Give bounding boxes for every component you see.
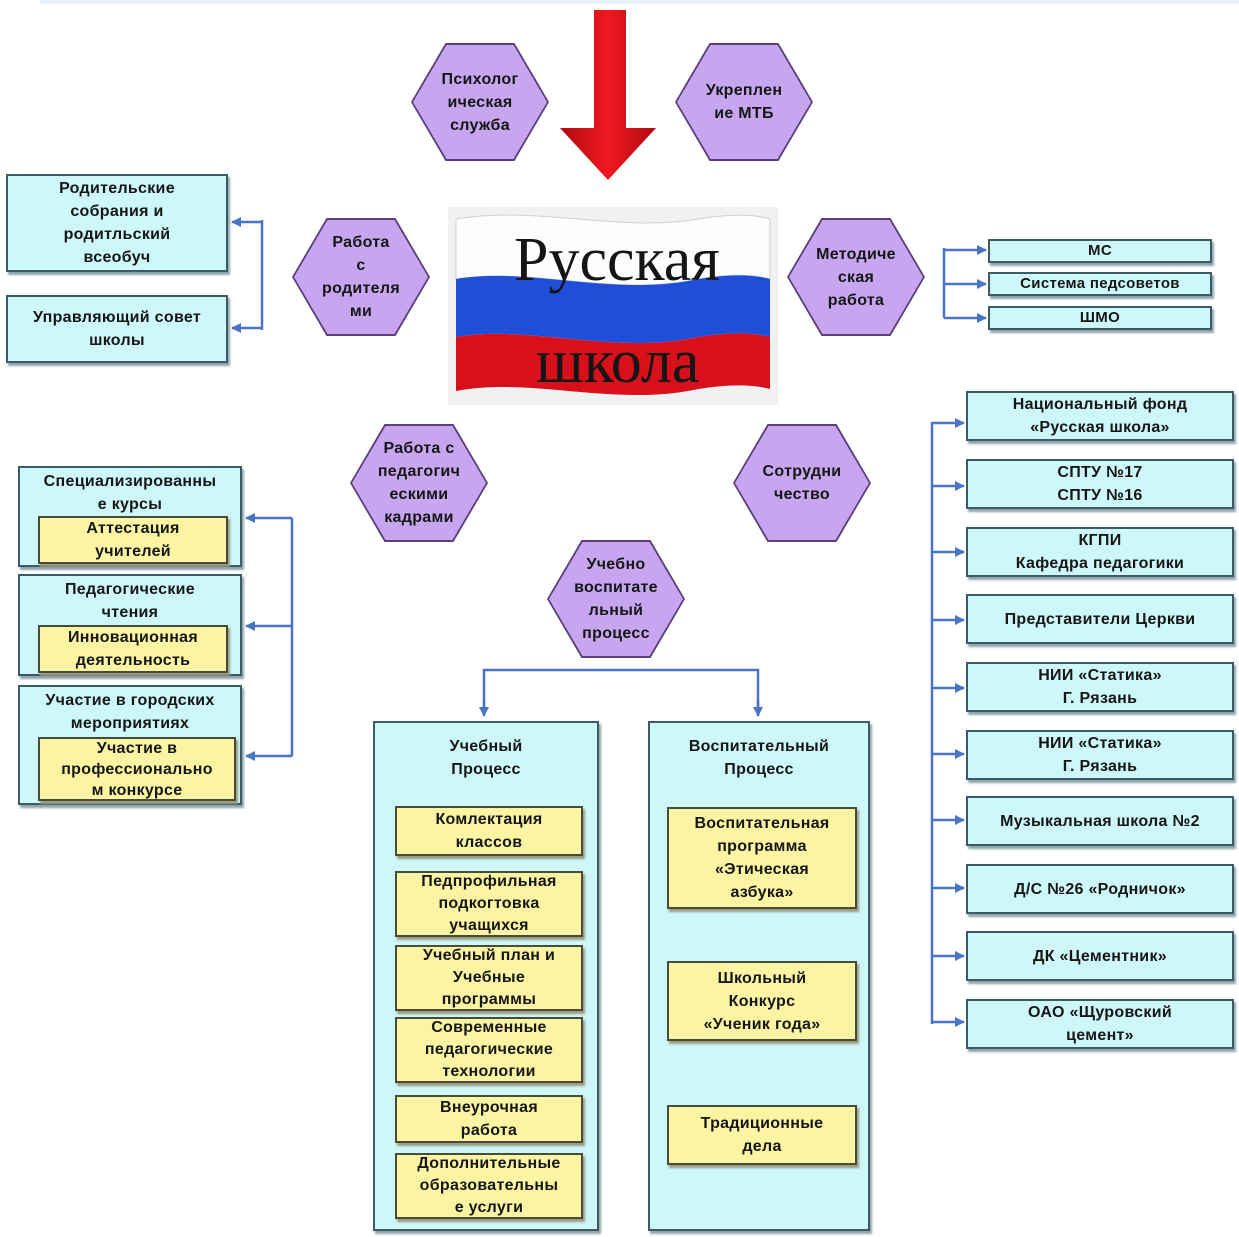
russian-school-logo: Русская школа [448,207,778,405]
group-title: Педагогические чтения [65,581,195,621]
partner-box[interactable]: НИИ «Статика» Г. Рязань [966,730,1234,780]
study-item[interactable]: Учебный план и Учебные программы [395,945,583,1011]
logo-word-2: школа [536,328,700,396]
study-item[interactable]: Комлектация классов [395,806,583,856]
hex-educational-process[interactable]: Учебно воспитате льный процесс [547,540,685,658]
study-item[interactable]: Современные педагогические технологии [395,1017,583,1083]
hex-label: Работа с родителя ми [322,234,400,320]
study-item[interactable]: Педпрофильная подкогтовка учащихся [395,871,583,937]
hex-methodical-work[interactable]: Методиче ская работа [787,218,925,336]
upbringing-item[interactable]: Воспитательная программа «Этическая азбу… [667,807,857,909]
partner-box[interactable]: КГПИ Кафедра педагогики [966,527,1234,577]
governing-council-box[interactable]: Управляющий совет школы [6,295,228,363]
upbringing-process-title: Воспитательный Процесс [688,738,830,778]
group-item[interactable]: Участие в профессионально м конкурсе [38,737,236,801]
partner-box[interactable]: ДК «Цементник» [966,931,1234,981]
hex-label: Психолог ическая служба [441,70,519,134]
study-process-title: Учебный Процесс [449,738,523,778]
group-item[interactable]: Аттестация учителей [38,516,228,564]
method-box-shmo[interactable]: ШМО [988,306,1212,330]
partner-box[interactable]: Музыкальная школа №2 [966,796,1234,846]
top-border [40,0,1239,4]
method-box-councils[interactable]: Система педсоветов [988,272,1212,296]
process-connector [482,668,760,713]
partner-box[interactable]: НИИ «Статика» Г. Рязань [966,662,1234,712]
hex-label: Учебно воспитате льный процесс [574,556,658,642]
group-title: Участие в городских мероприятиях [45,692,215,732]
study-item[interactable]: Внеурочная работа [395,1095,583,1143]
hex-label: Методиче ская работа [816,245,896,309]
partner-box[interactable]: Национальный фонд «Русская школа» [966,391,1234,441]
hex-mtb[interactable]: Укреплен ие МТБ [675,43,813,161]
pedagog-group-courses[interactable]: Специализированны е курсы Аттестация учи… [18,466,242,567]
upbringing-item[interactable]: Традиционные дела [667,1105,857,1165]
partner-box[interactable]: Д/С №26 «Родничок» [966,864,1234,914]
logo-word-1: Русская [514,226,720,294]
study-item[interactable]: Дополнительные образовательны е услуги [395,1153,583,1219]
flag-icon [455,214,771,396]
hex-label: Работа с педагогич ескими кадрами [377,440,461,526]
group-item[interactable]: Инновационная деятельность [38,625,228,673]
partner-box[interactable]: СПТУ №17 СПТУ №16 [966,459,1234,509]
pedagog-group-city-events[interactable]: Участие в городских мероприятиях Участие… [18,685,242,805]
partner-box[interactable]: Представители Церкви [966,594,1234,644]
upbringing-process-panel: Воспитательный Процесс Воспитательная пр… [648,721,870,1231]
pedagog-group-readings[interactable]: Педагогические чтения Инновационная деят… [18,574,242,676]
study-process-panel: Учебный Процесс Комлектация классов Педп… [373,721,599,1231]
big-down-arrow [560,10,656,180]
hex-parents-work[interactable]: Работа с родителя ми [292,218,430,336]
hex-psych-service[interactable]: Психолог ическая служба [411,43,549,161]
partner-box[interactable]: ОАО «Щуровский цемент» [966,999,1234,1049]
hex-label: Укреплен ие МТБ [705,82,783,122]
parents-meetings-box[interactable]: Родительские собрания и родитльский всео… [6,174,228,272]
method-box-ms[interactable]: МС [988,239,1212,263]
hex-label: Сотрудни чество [762,463,842,503]
group-title: Специализированны е курсы [43,473,217,513]
upbringing-item[interactable]: Школьный Конкурс «Ученик года» [667,961,857,1041]
